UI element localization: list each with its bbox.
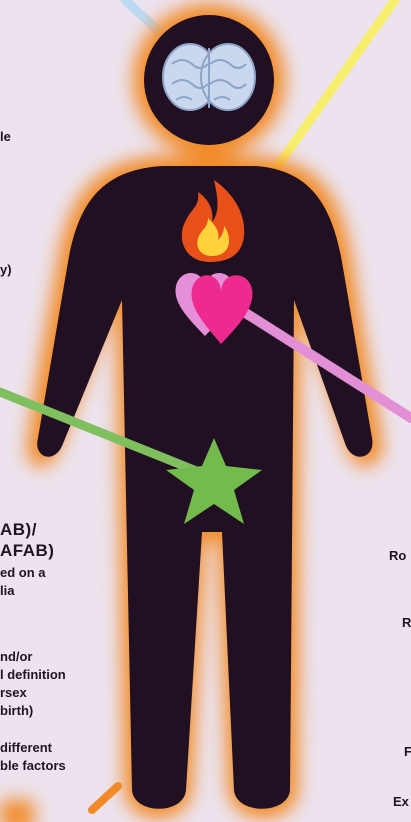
left-label-2: y) [0,263,12,277]
line-orange-small [92,786,118,810]
left-label-6: lia [0,584,14,598]
left-label-1: le [0,130,11,144]
left-label-9: rsex [0,686,27,700]
right-label-1: Ro [389,549,406,563]
left-label-12: ble factors [0,759,66,773]
right-label-4: Ex [393,795,409,809]
left-label-5: ed on a [0,566,46,580]
left-heading-1: AB)/ [0,521,37,539]
right-label-2: R [402,616,411,630]
left-label-8: l definition [0,668,66,682]
right-label-3: F [404,745,411,759]
left-heading-2: AFAB) [0,542,54,560]
left-label-11: different [0,741,52,755]
left-label-7: nd/or [0,650,33,664]
brain-icon [163,44,255,110]
left-label-10: birth) [0,704,33,718]
